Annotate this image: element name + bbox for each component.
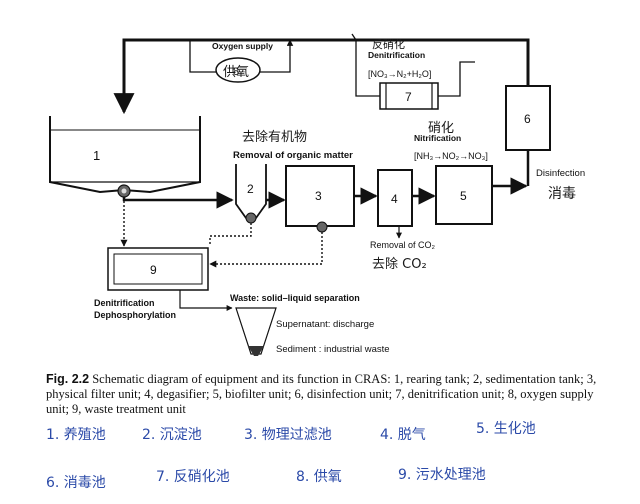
denitrification-label: Denitrification: [368, 50, 425, 60]
unit-6-number: 6: [524, 112, 531, 126]
unit-8-oxygen-supply: [215, 57, 261, 83]
unit-3-number: 3: [315, 189, 322, 203]
unit-5-number: 5: [460, 189, 467, 203]
unit-4-degasifier: [377, 169, 413, 227]
note-4: 4. 脱气: [380, 427, 426, 443]
waste-line-3: [209, 232, 323, 268]
waste-sep-label: Waste: solid–liquid separation: [230, 293, 360, 303]
handwritten-co2: 去除 CO₂: [372, 257, 427, 272]
unit-9-number: 9: [150, 263, 157, 277]
flow-1-to-2: [122, 191, 234, 209]
denit-dephos-label-1: Denitrification: [94, 298, 155, 308]
oxygen-supply-label: Oxygen supply: [212, 41, 273, 51]
unit-5-biofilter: [435, 165, 493, 225]
denit-dephos-label-2: Dephosphorylation: [94, 310, 176, 320]
oxygen-branch-right: [258, 39, 294, 73]
handwritten-disinf: 消毒: [548, 186, 576, 202]
unit-2-number: 2: [247, 182, 254, 196]
figure-label: Fig. 2.2: [46, 372, 90, 386]
disinfection-label: Disinfection: [536, 168, 585, 179]
unit-1-rearing-tank: [49, 116, 201, 194]
waste-line-2: [209, 223, 252, 246]
note-3: 3. 物理过滤池: [244, 427, 332, 443]
nitrification-equation: [NH₃→NO₂→NO₃]: [414, 151, 488, 161]
unit-9-waste-treatment: [107, 247, 209, 291]
note-8: 8. 供氧: [296, 469, 342, 485]
removal-organic-label: Removal of organic matter: [233, 150, 353, 161]
handwritten-oxygen: 供氧: [223, 65, 249, 80]
unit-1-number: 1: [93, 148, 100, 163]
oxygen-branch-left: [189, 40, 218, 73]
removal-co2-label: Removal of CO₂: [370, 240, 436, 250]
denitrification-equation: [NO₃→N₂+H₂O]: [368, 69, 431, 79]
figure-caption: Fig. 2.2 Schematic diagram of equipment …: [46, 372, 606, 417]
supernatant-label: Supernatant: discharge: [276, 319, 374, 330]
unit-8-number: 8: [233, 66, 239, 78]
separator-cone: [235, 307, 277, 355]
handwritten-organic: 去除有机物: [242, 130, 307, 145]
denit-branch-right: [438, 61, 475, 97]
note-2: 2. 沉淀池: [142, 427, 202, 443]
note-7: 7. 反硝化池: [156, 469, 230, 485]
unit-7-number: 7: [405, 90, 412, 104]
handwritten-nitri: 硝化: [428, 121, 454, 136]
return-flow-line: [113, 38, 530, 115]
denit-branch-left: [355, 40, 380, 97]
note-6: 6. 消毒池: [46, 475, 106, 491]
unit-4-number: 4: [391, 192, 398, 206]
waste-to-separator: [179, 290, 233, 311]
note-1: 1. 养殖池: [46, 427, 106, 443]
unit-6-disinfection: [505, 85, 551, 151]
sediment-label: Sediment : industrial waste: [276, 344, 390, 355]
denit-branch-arrow: [351, 33, 357, 41]
nitrification-label: Nitrification: [414, 133, 461, 143]
note-5: 5. 生化池: [476, 421, 536, 437]
caption-text: Schematic diagram of equipment and its f…: [46, 372, 597, 416]
handwritten-denit: 反硝化: [372, 37, 405, 51]
note-9: 9. 污水处理池: [398, 467, 486, 483]
unit-7-denitrification: [379, 82, 439, 110]
